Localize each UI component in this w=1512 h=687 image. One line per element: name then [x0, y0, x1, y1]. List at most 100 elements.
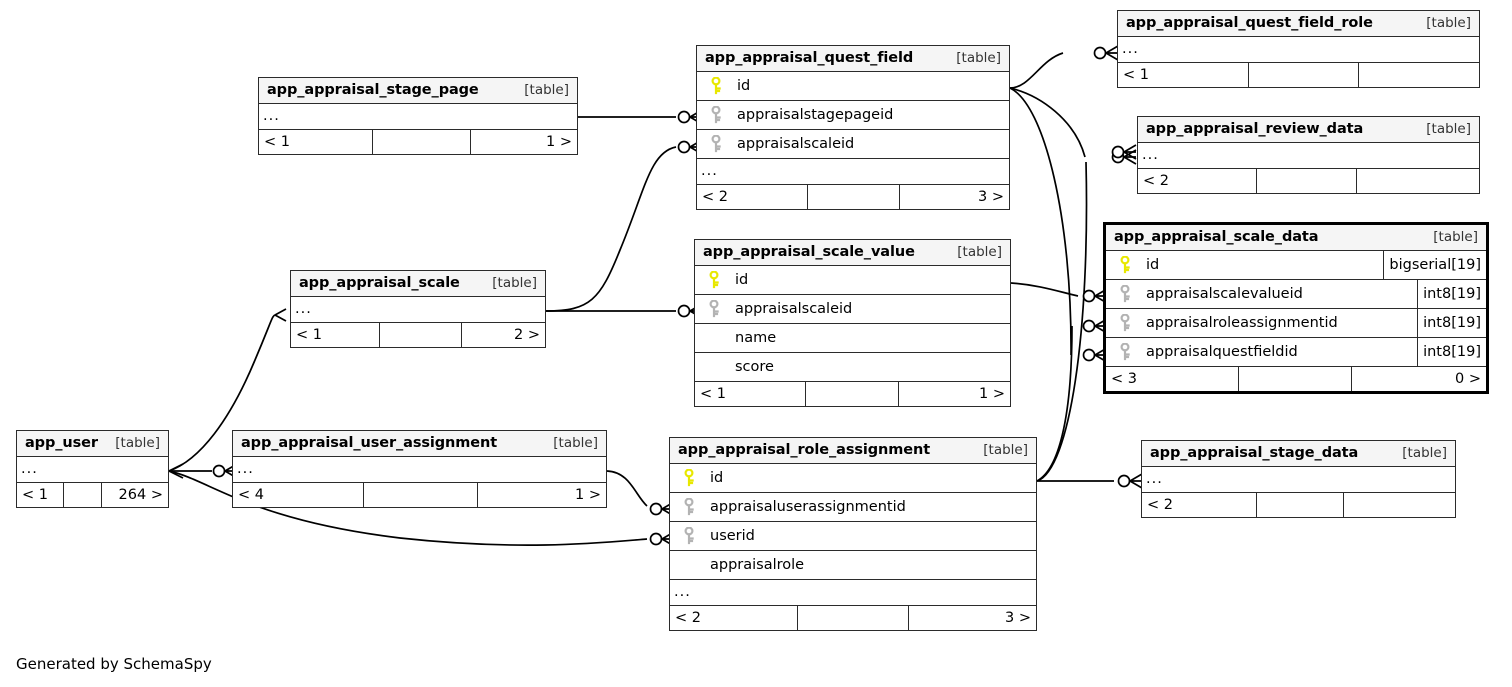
column-name: appraisalstagepageid	[737, 107, 894, 123]
column-key-cell	[1106, 256, 1144, 274]
footer-spacer	[1257, 169, 1357, 193]
parent-relation-count: < 1	[17, 483, 65, 507]
parent-relation-count: < 4	[233, 483, 365, 507]
parent-relation-count: < 2	[697, 185, 808, 209]
column-row[interactable]: score	[695, 353, 1010, 382]
parent-relation-count: < 1	[291, 323, 381, 347]
foreign-key-icon	[1120, 285, 1130, 303]
table-node-app_appraisal_review_data[interactable]: app_appraisal_review_data[table]...< 2	[1137, 116, 1480, 194]
primary-key-icon	[1120, 256, 1130, 274]
footer-spacer	[373, 130, 471, 154]
parent-relation-count: < 1	[259, 130, 374, 154]
column-row[interactable]: id	[695, 266, 1010, 295]
column-row[interactable]: appraisalscaleid	[697, 130, 1009, 159]
column-key-cell	[670, 527, 708, 545]
parent-relation-count: < 2	[1138, 169, 1258, 193]
foreign-key-icon	[684, 498, 694, 516]
table-type-tag: [table]	[1426, 14, 1471, 31]
column-row[interactable]: userid	[670, 522, 1036, 551]
table-name: app_appraisal_role_assignment	[678, 442, 931, 459]
table-node-app_appraisal_scale[interactable]: app_appraisal_scale [table]...< 1 2 >	[290, 270, 546, 348]
column-row[interactable]: appraisalstagepageid	[697, 101, 1009, 130]
column-name: appraisaluserassignmentid	[710, 499, 906, 515]
table-name: app_appraisal_scale	[299, 275, 460, 292]
table-footer: < 1	[1118, 63, 1479, 87]
table-header: app_appraisal_role_assignment [table]	[670, 438, 1036, 464]
column-name: id	[710, 470, 724, 486]
table-type-tag: [table]	[492, 274, 537, 291]
column-type: int8[19]	[1417, 280, 1486, 308]
table-type-tag: [table]	[1426, 120, 1471, 137]
table-node-app_appraisal_role_assignment[interactable]: app_appraisal_role_assignment [table] id ap…	[669, 437, 1037, 631]
column-key-cell	[695, 300, 733, 318]
footer-spacer	[1239, 367, 1352, 391]
column-row[interactable]: id	[697, 72, 1009, 101]
table-type-tag: [table]	[115, 434, 160, 451]
column-type: int8[19]	[1417, 338, 1486, 366]
footer-spacer	[380, 323, 462, 347]
column-key-cell	[697, 135, 735, 153]
column-name: score	[735, 359, 774, 375]
more-columns-ellipsis: ...	[17, 457, 168, 483]
column-key-cell	[695, 271, 733, 289]
column-name: name	[735, 330, 777, 346]
column-key-cell	[1106, 343, 1144, 361]
column-name: id	[737, 78, 751, 94]
column-name: appraisalscalevalueid	[1146, 286, 1303, 302]
column-key-cell	[697, 77, 735, 95]
column-row[interactable]: appraisalrole	[670, 551, 1036, 580]
table-name: app_user	[25, 435, 98, 452]
column-name: appraisalrole	[710, 557, 805, 573]
column-row[interactable]: id	[670, 464, 1036, 493]
table-node-app_appraisal_stage_data[interactable]: app_appraisal_stage_data[table]...< 2	[1141, 440, 1456, 518]
footer-note: Generated by SchemaSpy	[16, 655, 212, 673]
table-footer: < 1 1 >	[259, 130, 577, 154]
table-node-app_appraisal_scale_value[interactable]: app_appraisal_scale_value[table]id apprai…	[694, 239, 1011, 407]
foreign-key-icon	[1120, 314, 1130, 332]
table-header: app_appraisal_user_assignment[table]	[233, 431, 606, 457]
primary-key-icon	[711, 77, 721, 95]
table-type-tag: [table]	[983, 441, 1028, 458]
parent-relation-count: < 1	[695, 382, 806, 406]
more-columns-ellipsis: ...	[291, 297, 545, 323]
column-row[interactable]: name	[695, 324, 1010, 353]
footer-spacer	[1249, 63, 1359, 87]
child-relation-count: 1 >	[546, 133, 572, 150]
table-header: app_appraisal_scale_value[table]	[695, 240, 1010, 266]
child-relation-count: 2 >	[513, 326, 540, 343]
footer-spacer	[798, 606, 909, 630]
column-row[interactable]: appraisalscalevalueid int8[19]	[1106, 280, 1486, 309]
table-node-app_appraisal_user_assignment[interactable]: app_appraisal_user_assignment[table]...<…	[232, 430, 607, 508]
more-columns-ellipsis: ...	[233, 457, 606, 483]
foreign-key-icon	[711, 106, 721, 124]
table-header: app_user [table]	[17, 431, 168, 457]
column-type: int8[19]	[1417, 309, 1486, 337]
table-type-tag: [table]	[1402, 444, 1447, 461]
table-header: app_appraisal_quest_field_role[table]	[1118, 11, 1479, 37]
table-footer: < 1 2 >	[291, 323, 545, 347]
foreign-key-icon	[711, 135, 721, 153]
table-footer: < 2	[1142, 493, 1455, 517]
parent-relation-count: < 1	[1118, 63, 1250, 87]
table-header: app_appraisal_stage_data[table]	[1142, 441, 1455, 467]
column-row[interactable]: appraisaluserassignmentid	[670, 493, 1036, 522]
column-name: appraisalscaleid	[735, 301, 853, 317]
table-name: app_appraisal_user_assignment	[241, 435, 498, 452]
column-row[interactable]: appraisalscaleid	[695, 295, 1010, 324]
table-name: app_appraisal_stage_page	[267, 82, 479, 99]
column-key-cell	[1106, 285, 1144, 303]
footer-spacer	[1257, 493, 1344, 517]
table-node-app_appraisal_quest_field_role[interactable]: app_appraisal_quest_field_role[table]...…	[1117, 10, 1480, 88]
foreign-key-icon	[684, 527, 694, 545]
footer-spacer	[806, 382, 900, 406]
